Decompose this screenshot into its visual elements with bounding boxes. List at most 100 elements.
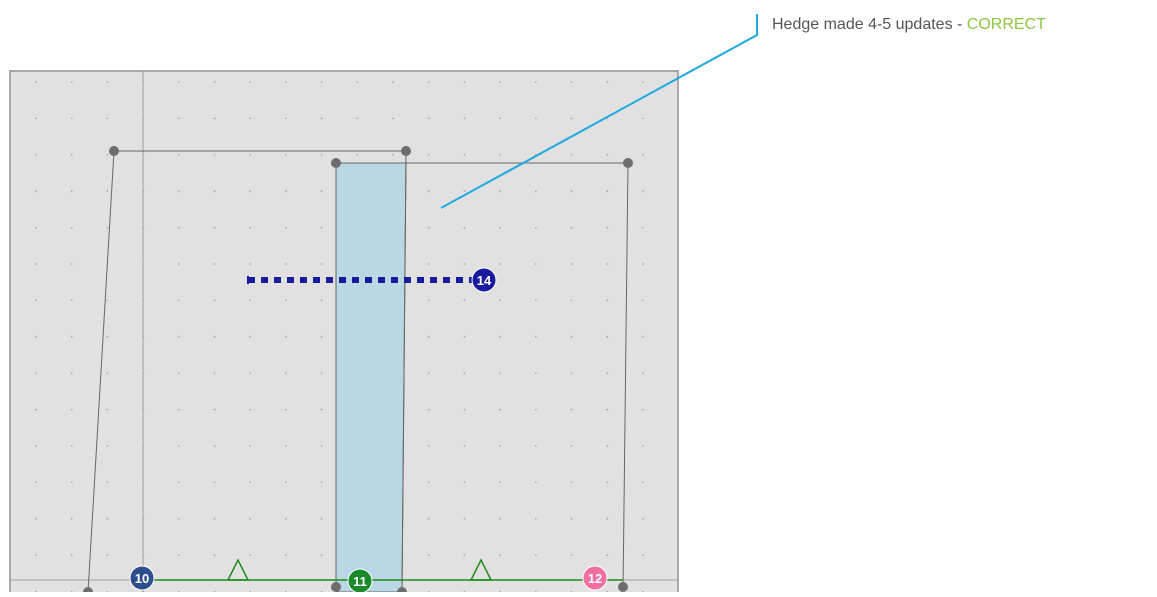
grid-dot xyxy=(606,299,609,302)
grid-dot xyxy=(606,372,609,375)
grid-dot xyxy=(249,153,252,156)
grid-dot xyxy=(570,445,573,447)
grid-dot xyxy=(213,81,216,83)
grid-dot xyxy=(534,408,537,411)
vertex-handle[interactable] xyxy=(618,582,628,592)
grid-dot xyxy=(427,517,430,520)
grid-dot xyxy=(606,263,609,265)
grid-dot xyxy=(249,481,252,484)
marker-14[interactable]: 14 xyxy=(471,267,497,293)
marker-11[interactable]: 11 xyxy=(347,568,373,594)
marker-10[interactable]: 10 xyxy=(129,565,155,591)
baseline-triangle-left xyxy=(226,558,250,581)
grid-dot xyxy=(285,481,287,484)
grid-dot xyxy=(106,226,109,229)
grid-dot xyxy=(499,554,501,557)
grid-dot xyxy=(177,153,180,156)
grid-dot xyxy=(642,481,644,484)
grid-dot xyxy=(213,372,216,375)
grid-dot xyxy=(534,117,537,120)
grid-dot xyxy=(463,335,466,338)
grid-dot xyxy=(285,554,287,557)
grid-dot xyxy=(285,335,287,338)
vertex-handle[interactable] xyxy=(623,158,633,168)
grid-dot xyxy=(642,517,644,520)
grid-dot xyxy=(499,445,501,447)
grid-dot xyxy=(320,190,323,193)
grid-dot xyxy=(570,517,573,520)
grid-dot xyxy=(427,481,430,484)
grid-dot xyxy=(320,517,323,520)
grid-dot xyxy=(285,226,287,229)
grid-dot xyxy=(106,481,109,484)
grid-dot xyxy=(35,481,37,484)
grid-dot xyxy=(534,226,537,229)
grid-dot xyxy=(320,226,323,229)
annotation-callout-line xyxy=(440,14,758,209)
grid-dot xyxy=(106,299,109,302)
grid-dot xyxy=(213,445,216,447)
grid-dot xyxy=(213,153,216,156)
grid-dot xyxy=(320,372,323,375)
grid-dot xyxy=(606,335,609,338)
grid-dot xyxy=(499,226,501,229)
grid-dot xyxy=(177,81,180,83)
grid-dot xyxy=(285,445,287,447)
grid-dot xyxy=(642,117,644,120)
grid-dot xyxy=(570,335,573,338)
grid-dot xyxy=(177,554,180,557)
grid-dot xyxy=(106,335,109,338)
grid-dot xyxy=(285,517,287,520)
baseline-triangle-right xyxy=(469,558,493,581)
grid-dot xyxy=(320,263,323,265)
grid-dot xyxy=(249,226,252,229)
grid-dot xyxy=(213,263,216,265)
grid-dot xyxy=(534,263,537,265)
vertex-handle[interactable] xyxy=(109,146,119,156)
grid-dot xyxy=(570,153,573,156)
grid-dot xyxy=(320,554,323,557)
grid-dot xyxy=(320,335,323,338)
grid-dot xyxy=(534,335,537,338)
vertex-handle[interactable] xyxy=(331,158,341,168)
marker-12[interactable]: 12 xyxy=(582,565,608,591)
grid-dot xyxy=(534,299,537,302)
grid-dot xyxy=(177,226,180,229)
grid-dot xyxy=(213,117,216,120)
grid-dot xyxy=(35,117,37,120)
grid-dot xyxy=(106,517,109,520)
grid-dot xyxy=(427,153,430,156)
grid-dot xyxy=(570,554,573,557)
grid-dot xyxy=(106,554,109,557)
grid-dot xyxy=(642,299,644,302)
grid-dot xyxy=(534,517,537,520)
grid-dot xyxy=(392,81,394,83)
grid-dot xyxy=(35,299,37,302)
grid-dot xyxy=(285,372,287,375)
grid-dot xyxy=(106,408,109,411)
grid-dot xyxy=(213,226,216,229)
right-quadrilateral-outline xyxy=(335,162,629,593)
grid-dot xyxy=(642,190,644,193)
grid-dot xyxy=(642,226,644,229)
grid-dot xyxy=(35,372,37,375)
grid-dot xyxy=(249,117,252,120)
baseline xyxy=(142,558,623,581)
grid-dot xyxy=(642,81,644,83)
grid-dot xyxy=(499,299,501,302)
grid-dot xyxy=(463,517,466,520)
grid-dot xyxy=(427,81,430,83)
vertex-handle[interactable] xyxy=(401,146,411,156)
grid-dot xyxy=(499,335,501,338)
grid-dot xyxy=(106,190,109,193)
grid-dot xyxy=(106,81,109,83)
grid-dot xyxy=(499,117,501,120)
grid-dot xyxy=(427,263,430,265)
grid-dot xyxy=(35,190,37,193)
grid-dot xyxy=(534,81,537,83)
vertex-handle[interactable] xyxy=(331,582,341,592)
grid-dot xyxy=(70,190,73,193)
grid-dot xyxy=(320,408,323,411)
grid-dot xyxy=(70,263,73,265)
